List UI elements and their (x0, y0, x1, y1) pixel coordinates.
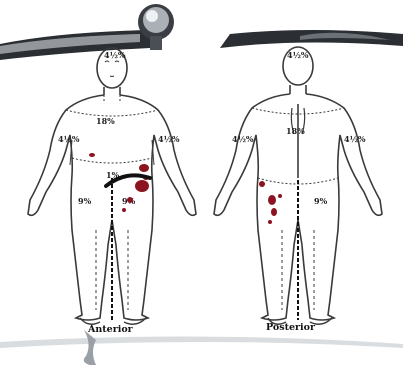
anterior-right-arm-pct: 4½% (158, 134, 180, 144)
wound-marks (89, 153, 282, 224)
posterior-figure (214, 47, 382, 324)
anterior-caption: Anterior (87, 324, 134, 335)
anterior-left-arm-pct: 4½% (58, 134, 80, 144)
posterior-trunk-pct: 18% (286, 126, 305, 136)
top-ornament (0, 4, 403, 60)
posterior-right-leg-pct: 9% (314, 196, 328, 206)
posterior-right-arm-pct: 4½% (344, 134, 366, 144)
posterior-left-arm-pct: 4½% (232, 134, 254, 144)
posterior-caption: Posterior (266, 322, 316, 333)
bottom-ornament (0, 330, 403, 365)
posterior-head-pct: 4½% (287, 50, 309, 60)
anterior-figure (28, 48, 196, 324)
anterior-left-leg-pct: 9% (78, 196, 92, 206)
anterior-labels: 4½% 18% 4½% 4½% 1% 9% 9% (58, 50, 180, 206)
anterior-trunk-pct: 18% (96, 116, 115, 126)
anterior-head-pct: 4½% (104, 50, 126, 60)
